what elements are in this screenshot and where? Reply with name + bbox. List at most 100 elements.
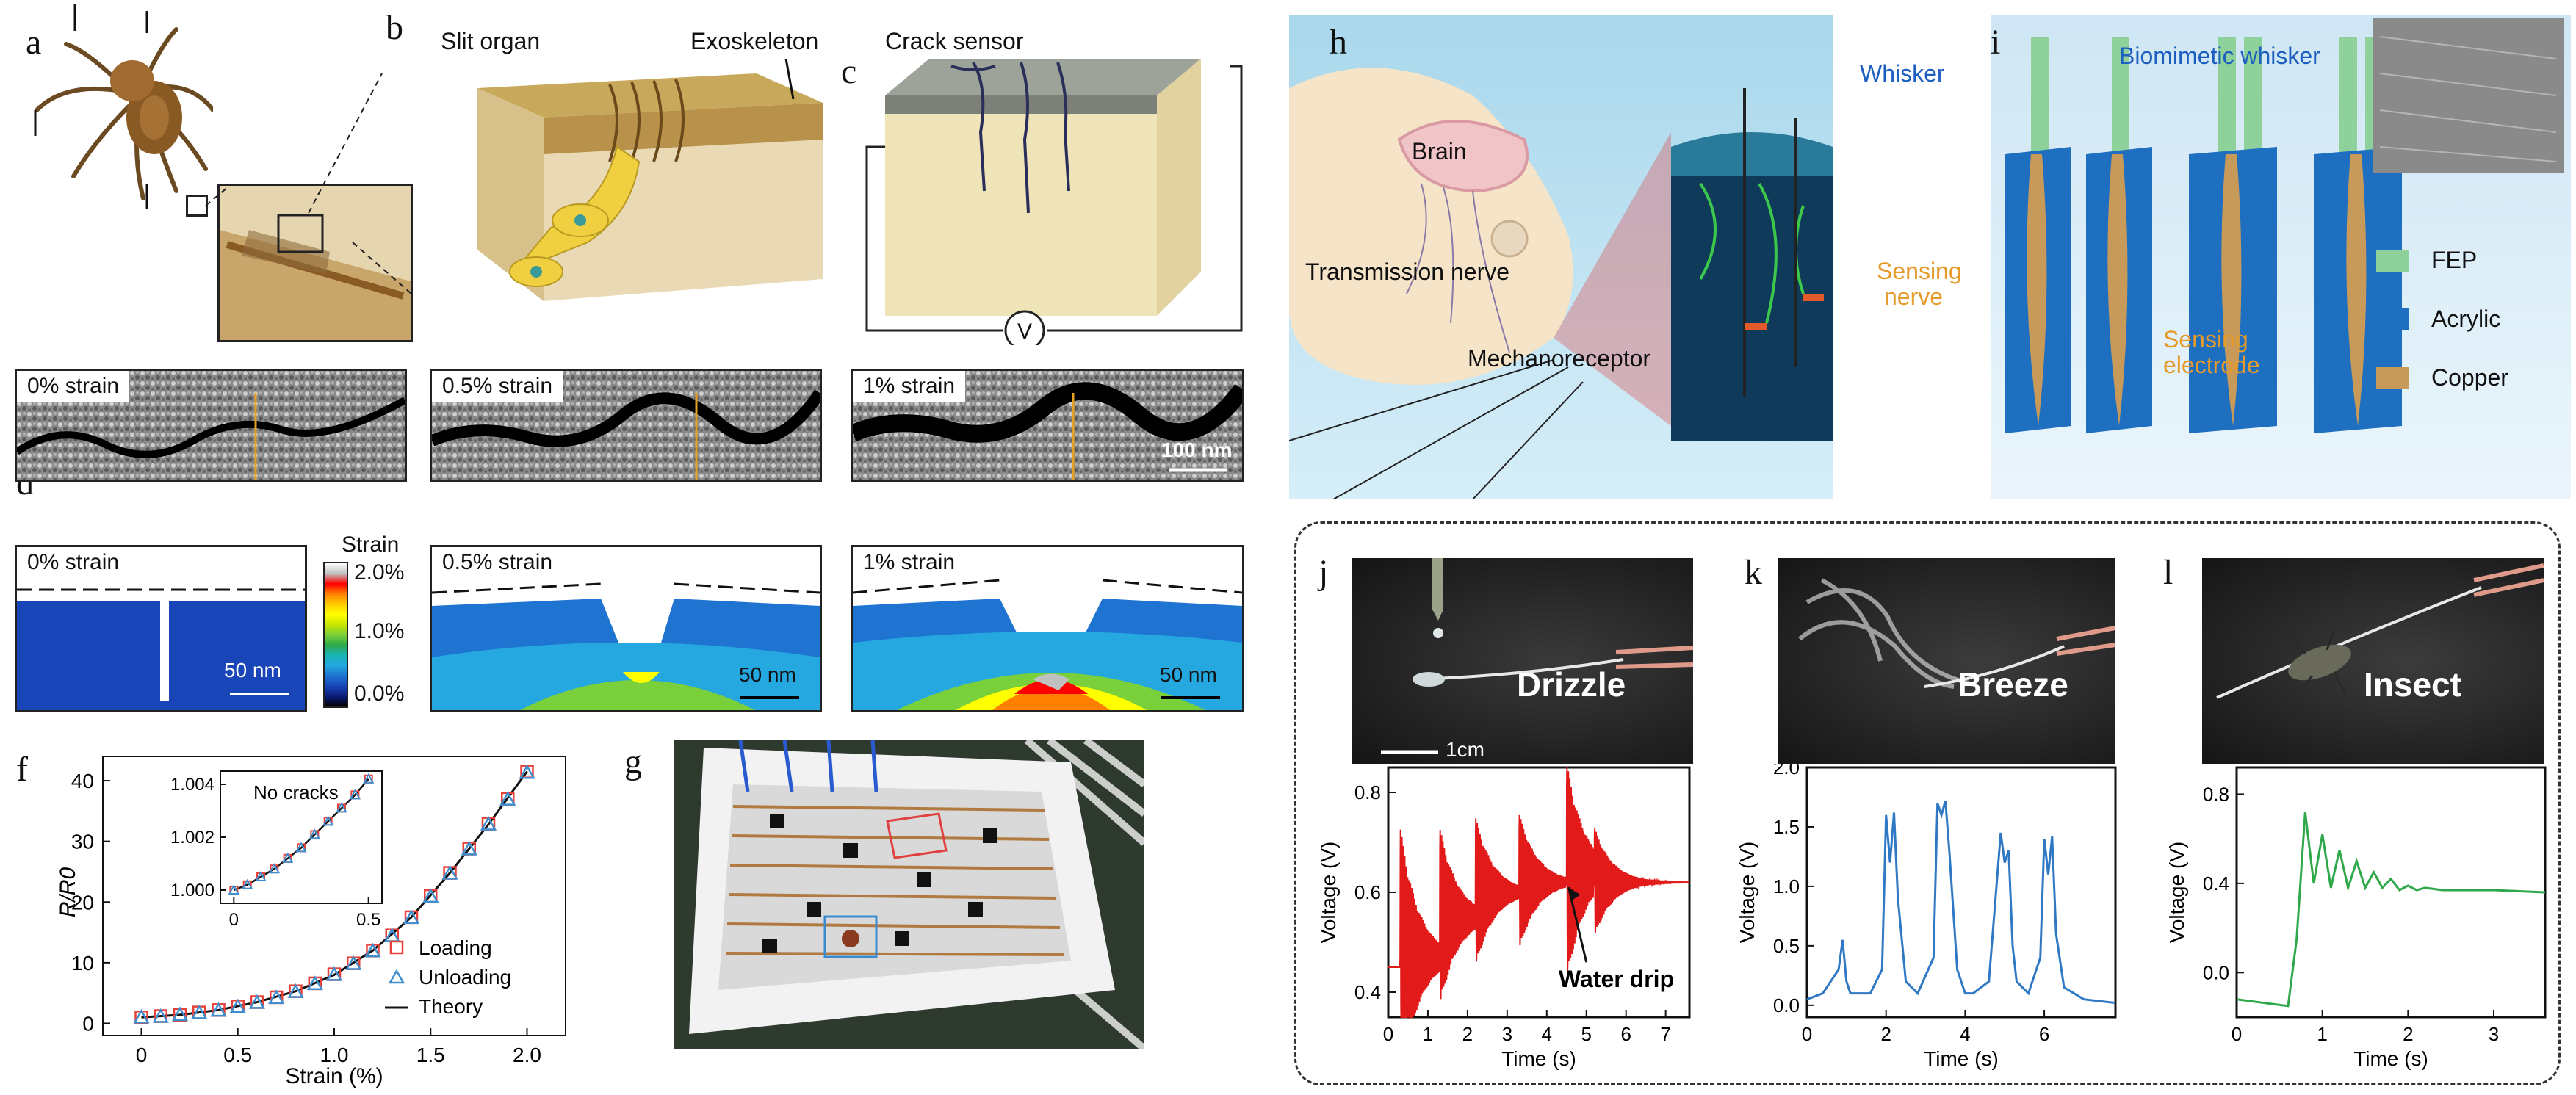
colorbar-tick-bottom: 0.0%	[354, 682, 405, 706]
mechanoreceptor-label: Mechanoreceptor	[1468, 345, 1651, 372]
inset-unloading-point	[295, 842, 307, 853]
legend-label-unloading: Unloading	[419, 966, 511, 989]
unloading-point	[229, 998, 246, 1013]
scale-bar-label: 50 nm	[1160, 663, 1217, 686]
x-tick-label: 2	[1462, 1023, 1473, 1045]
zoom-lines	[205, 73, 412, 294]
strain-tag: 1% strain	[853, 371, 966, 402]
inset-y-tick-label: 1.002	[170, 828, 214, 848]
y-tick-label: 0.4	[2203, 872, 2229, 895]
slit-organ-label: Slit organ	[441, 28, 541, 54]
unloading-point	[268, 989, 285, 1005]
transmission-nerve-label: Transmission nerve	[1305, 259, 1510, 285]
whisker-label: Whisker	[1860, 60, 1945, 87]
unloading-point	[422, 888, 439, 903]
spider-leg-closeup	[217, 184, 413, 342]
scale-bar-label: 50 nm	[739, 663, 796, 686]
strain-tag: 0.5% strain	[442, 550, 553, 574]
y-tick-label: 0.0	[1773, 994, 1800, 1016]
inset-unloading-point	[228, 883, 240, 895]
panel-label-h: h	[1330, 23, 1347, 62]
unloading-point	[345, 955, 362, 970]
x-tick-label: 1.5	[416, 1044, 445, 1066]
sensing-nerve-label: Sensing nerve	[1877, 258, 1962, 310]
x-tick-label: 2	[2403, 1023, 2413, 1045]
brain-label: Brain	[1412, 138, 1467, 165]
panel-label-i: i	[1991, 23, 2001, 62]
y-axis-label: Voltage (V)	[1737, 842, 1758, 944]
drizzle-label: Drizzle	[1517, 665, 1626, 704]
plot-frame	[1805, 766, 2117, 1019]
y-tick-label: 20	[71, 891, 94, 914]
unloading-point	[133, 1008, 150, 1024]
exoskeleton-label: Exoskeleton	[690, 28, 819, 54]
y-axis-label: R/R0	[56, 867, 80, 918]
inset-unloading-point	[309, 828, 321, 839]
sensing-nerve-line-1: Sensing	[1877, 258, 1962, 284]
x-tick-label: 5	[1581, 1023, 1592, 1045]
unloading-point	[248, 994, 266, 1009]
scale-bar-label: 100 nm	[1161, 438, 1233, 461]
voltage-trace	[1806, 800, 2116, 1005]
x-tick-label: 0	[1383, 1023, 1393, 1045]
inset-annotation: No cracks	[253, 781, 339, 803]
sensor-array-photo	[674, 740, 1144, 1049]
x-axis-label: Strain (%)	[285, 1064, 383, 1088]
x-tick-label: 4	[1960, 1023, 1970, 1045]
inset-unloading-point	[268, 863, 281, 874]
y-tick-label: 0	[82, 1012, 94, 1035]
y-tick-label: 0.4	[1354, 981, 1381, 1003]
x-tick-label: 6	[2039, 1023, 2049, 1045]
y-tick-label: 0.5	[1773, 935, 1800, 957]
unloading-point	[364, 942, 381, 958]
sensing-electrode-label: Sensing electrode	[2163, 326, 2260, 378]
colorbar-title: Strain	[342, 532, 400, 557]
unloading-point	[403, 909, 420, 924]
unloading-point	[461, 840, 477, 856]
unloading-point	[287, 983, 304, 998]
colorbar	[323, 562, 348, 708]
x-tick-label: 4	[1542, 1023, 1552, 1045]
legend-swatch-fep	[2376, 250, 2409, 272]
y-tick-label: 1.0	[1773, 875, 1800, 897]
sem-image-0-5: 0.5% strain	[430, 369, 822, 482]
inset-unloading-point	[241, 878, 253, 889]
inset-y-tick-label: 1.004	[170, 775, 214, 795]
scale-bar-label: 1cm	[1446, 738, 1484, 761]
panel-label-g: g	[624, 742, 642, 781]
slit-organ-illustration	[477, 59, 823, 301]
sem-image-0: 0% strain	[15, 369, 407, 482]
x-axis-label: Time (s)	[2353, 1047, 2428, 1070]
panel-label-j: j	[1318, 553, 1329, 592]
crack-sensor-label: Crack sensor	[885, 28, 1024, 54]
biomimetic-whisker-label: Biomimetic whisker	[2119, 43, 2320, 69]
y-tick-label: 0.8	[1354, 781, 1381, 803]
x-tick-label: 1.0	[320, 1044, 349, 1066]
panel-label-b: b	[386, 8, 403, 47]
y-tick-label: 40	[71, 770, 94, 792]
legend-label-loading: Loading	[419, 936, 492, 959]
strain-tag: 0.5% strain	[432, 371, 563, 402]
unloading-point	[480, 815, 497, 831]
drizzle-photo: Drizzle 1cm	[1352, 558, 1693, 764]
breeze-label: Breeze	[1958, 665, 2068, 704]
breeze-photo: Breeze	[1778, 558, 2115, 764]
scale-bar-label: 50 nm	[224, 659, 281, 682]
voltmeter-symbol: V	[1017, 319, 1032, 344]
strain-map-0-5: 0.5% strain 50 nm	[430, 545, 822, 712]
inset-unloading-point	[255, 870, 267, 881]
unloading-point	[171, 1006, 189, 1022]
strain-map-0: 0% strain 50 nm	[15, 545, 307, 712]
spider-illustration	[34, 4, 213, 209]
y-tick-label: 2.0	[1773, 764, 1800, 778]
legend-swatch-copper	[2376, 367, 2409, 389]
x-axis-label: Time (s)	[1924, 1047, 1999, 1070]
strain-tag: 0% strain	[27, 550, 120, 574]
strain-tag: 0% strain	[17, 371, 130, 402]
crack-sensor-illustration: V	[865, 59, 1243, 345]
panel-label-k: k	[1745, 553, 1762, 592]
inset-y-tick-label: 1.000	[170, 881, 214, 900]
x-tick-label: 7	[1660, 1023, 1670, 1045]
voltage-trace	[1388, 767, 1690, 1019]
